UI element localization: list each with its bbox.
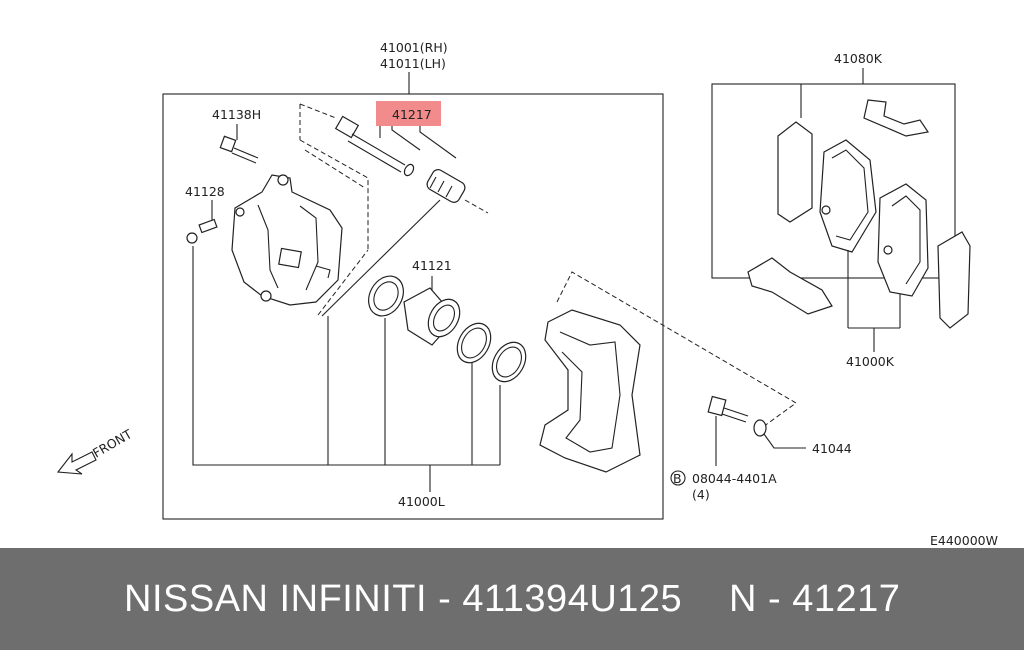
label-pad-hardware[interactable]: 41080K <box>834 51 883 66</box>
pin-highlight <box>376 101 441 126</box>
boot-ring-icon <box>456 322 492 364</box>
caliper-body-icon <box>231 174 343 306</box>
label-bleeder[interactable]: 41128 <box>185 184 225 199</box>
label-repair-kit[interactable]: 41000L <box>398 494 445 509</box>
label-mount-bolt[interactable]: 08044-4401A <box>692 471 777 486</box>
pad-frame <box>711 83 956 279</box>
piston-icon <box>403 287 461 346</box>
footer-part-number: NISSAN INFINITI - 411394U125 <box>124 578 683 620</box>
label-seal-kit[interactable]: 41121 <box>412 258 452 273</box>
seal-ring-icon <box>368 275 404 317</box>
front-label: FRONT <box>90 426 135 461</box>
bolt-marker: B <box>673 471 682 486</box>
dust-ring-icon <box>491 341 527 383</box>
footer-bar: NISSAN INFINITI - 411394U125 N - 41217 <box>0 548 1024 650</box>
anti-squeal-shim-icon <box>937 231 971 329</box>
washer-icon <box>753 419 767 437</box>
label-pad-kit[interactable]: 41000K <box>846 354 895 369</box>
front-arrow-icon <box>56 451 97 475</box>
label-pin[interactable]: 41217 <box>392 107 432 122</box>
label-mount-bolt-qty: (4) <box>692 487 710 502</box>
brake-pad-outer-icon <box>877 183 929 297</box>
label-caliper-lh[interactable]: 41011(LH) <box>380 56 446 71</box>
parts-diagram: 41001(RH) 41011(LH) 41217 41138H 41128 <box>56 40 998 548</box>
bleeder-icon <box>186 218 218 244</box>
bolt-icon <box>219 135 259 164</box>
guide-pin-icon <box>334 115 415 177</box>
diagram-code: E440000W <box>930 533 998 548</box>
caliper-bracket-icon <box>539 309 641 473</box>
mount-bolt-icon <box>707 395 749 423</box>
brake-pad-inner-icon <box>819 139 877 253</box>
bolt-marker-circle <box>670 470 686 486</box>
label-bolt[interactable]: 41138H <box>212 107 261 122</box>
footer-oem-number: N - 41217 <box>729 578 901 620</box>
pad-clip-icon <box>747 257 833 315</box>
label-caliper-rh[interactable]: 41001(RH) <box>380 40 448 55</box>
caliper-frame <box>162 93 664 520</box>
pad-shim-icon <box>777 99 930 223</box>
label-washer[interactable]: 41044 <box>812 441 852 456</box>
boot-icon <box>426 169 466 203</box>
